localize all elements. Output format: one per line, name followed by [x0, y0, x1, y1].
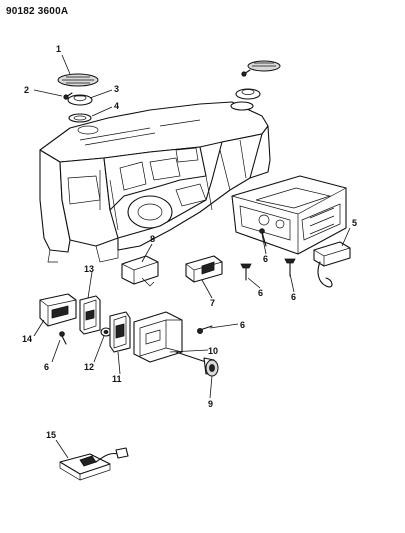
switch-part-13 [79, 295, 101, 335]
callout-labels: 1 2 3 4 5 6 6 6 6 6 7 8 9 10 11 12 13 14… [22, 44, 357, 440]
callout-7: 7 [210, 298, 215, 308]
callout-9: 9 [208, 399, 213, 409]
callout-6-right: 6 [291, 292, 296, 302]
callout-5: 5 [352, 218, 357, 228]
screw-part-6-center [240, 263, 252, 281]
bracket-part-14 [39, 293, 77, 327]
callout-6-center: 6 [258, 288, 263, 298]
instrument-panel [39, 101, 271, 263]
speaker-group-right [230, 60, 281, 111]
bezel-part-10 [133, 311, 183, 363]
callout-13: 13 [84, 264, 94, 274]
switch-part-5 [313, 241, 351, 288]
callout-10: 10 [208, 346, 218, 356]
screw-part-6-left [59, 331, 67, 345]
callout-12: 12 [84, 362, 94, 372]
callout-4: 4 [114, 101, 119, 111]
switch-part-7 [185, 255, 223, 283]
switch-part-15 [59, 447, 129, 481]
speaker-grille-left [57, 73, 99, 87]
callout-2: 2 [24, 85, 29, 95]
callout-11: 11 [112, 374, 122, 384]
document-id: 90182 3600A [6, 6, 69, 17]
callout-15: 15 [46, 430, 56, 440]
screw-part-6-right [284, 258, 296, 277]
callout-3: 3 [114, 84, 119, 94]
switch-part-11 [109, 311, 131, 353]
leader-lines [33, 54, 351, 459]
lighter-part-9 [175, 351, 219, 377]
callout-8: 8 [150, 234, 155, 244]
screw-left [63, 92, 73, 100]
callout-6-bezel: 6 [240, 320, 245, 330]
control-housing [231, 175, 347, 255]
speaker-left [67, 94, 93, 106]
module-part-8 [121, 255, 159, 287]
screw-part-6-bezel [196, 325, 213, 334]
speaker-ring-left [68, 113, 92, 123]
callout-14: 14 [22, 334, 32, 344]
callout-6-left: 6 [44, 362, 49, 372]
callout-1: 1 [56, 44, 61, 54]
screw-part-6-housing [259, 228, 267, 247]
callout-6-housing: 6 [263, 254, 268, 264]
